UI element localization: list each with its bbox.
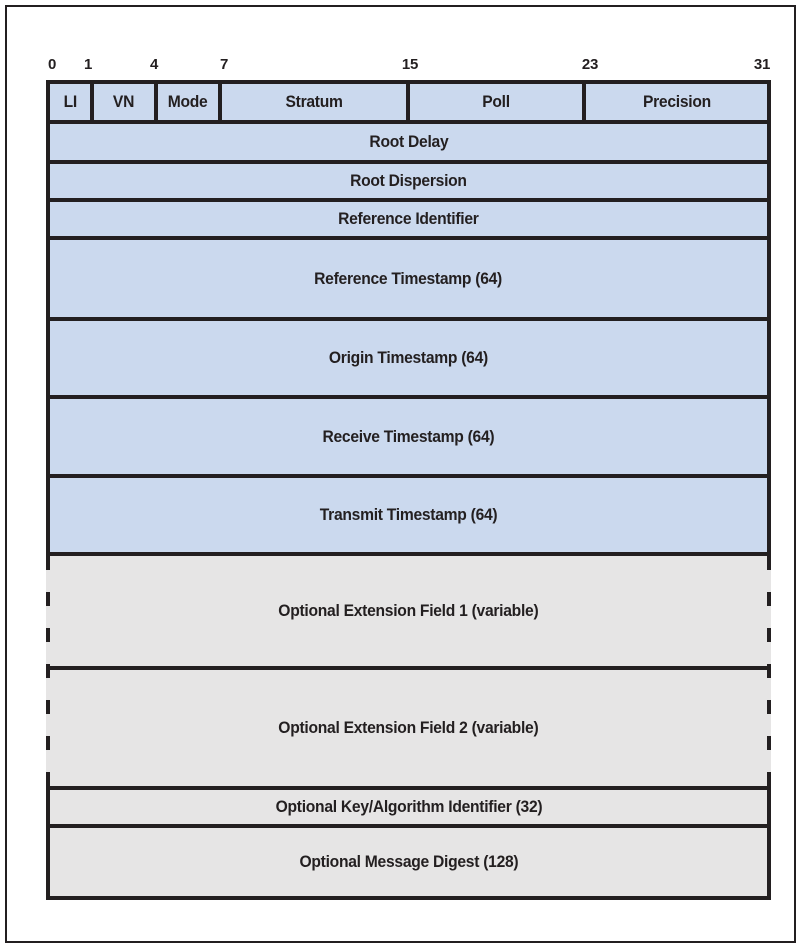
field-cell-precision: Precision [582,84,767,120]
dashed-border-left [46,556,50,786]
row-key-algorithm-identifier: Optional Key/Algorithm Identifier (32) [50,790,767,824]
row-label-message-digest: Optional Message Digest (128) [299,852,518,871]
bit-label-31: 31 [753,56,770,73]
row-message-digest: Optional Message Digest (128) [50,824,767,896]
field-cell-stratum: Stratum [218,84,406,120]
bit-ruler: 0 1 4 7 15 23 31 [46,49,771,75]
row-root-delay: Root Delay [46,120,771,160]
field-cell-li: LI [50,84,90,120]
bit-label-0: 0 [48,56,57,73]
field-cell-vn: VN [90,84,154,120]
bit-label-7: 7 [219,56,228,73]
row-label-extension-field-2: Optional Extension Field 2 (variable) [278,718,539,737]
dashed-border-right [767,556,771,786]
field-cell-mode: Mode [154,84,218,120]
field-label-li: LI [63,92,77,111]
row-extension-field-2: Optional Extension Field 2 (variable) [46,670,771,786]
row-label-origin-timestamp: Origin Timestamp (64) [328,348,489,367]
field-label-precision: Precision [642,92,711,111]
bit-label-23: 23 [581,56,598,73]
row-label-reference-identifier: Reference Identifier [338,209,479,228]
field-cell-poll: Poll [406,84,582,120]
row-label-transmit-timestamp: Transmit Timestamp (64) [319,505,498,524]
row-receive-timestamp: Receive Timestamp (64) [46,395,771,474]
row-label-key-algorithm-identifier: Optional Key/Algorithm Identifier (32) [275,797,542,816]
row-reference-identifier: Reference Identifier [46,198,771,236]
row-reference-timestamp: Reference Timestamp (64) [46,236,771,317]
header-bit-fields-row: LI VN Mode Stratum Poll Precision [46,80,771,120]
row-label-receive-timestamp: Receive Timestamp (64) [322,426,495,446]
row-transmit-timestamp: Transmit Timestamp (64) [46,474,771,556]
field-label-poll: Poll [482,92,510,111]
row-origin-timestamp: Origin Timestamp (64) [46,317,771,395]
row-root-dispersion: Root Dispersion [46,160,771,198]
bit-label-15: 15 [401,56,418,73]
bit-label-1: 1 [83,56,92,73]
optional-auth-section: Optional Key/Algorithm Identifier (32) O… [46,786,771,900]
row-label-root-delay: Root Delay [369,132,448,151]
field-label-vn: VN [113,92,135,111]
field-label-stratum: Stratum [285,92,343,111]
field-label-mode: Mode [168,92,208,111]
optional-extension-section: Optional Extension Field 1 (variable) Op… [46,556,771,786]
row-label-root-dispersion: Root Dispersion [350,171,467,190]
row-label-extension-field-1: Optional Extension Field 1 (variable) [278,601,539,620]
figure-frame: 0 1 4 7 15 23 31 LI VN Mode Stratum Poll [5,5,796,943]
bit-label-4: 4 [149,56,158,73]
row-label-reference-timestamp: Reference Timestamp (64) [314,268,503,288]
ntp-packet-diagram: LI VN Mode Stratum Poll Precision Root D… [46,80,771,900]
row-extension-field-1: Optional Extension Field 1 (variable) [46,556,771,670]
